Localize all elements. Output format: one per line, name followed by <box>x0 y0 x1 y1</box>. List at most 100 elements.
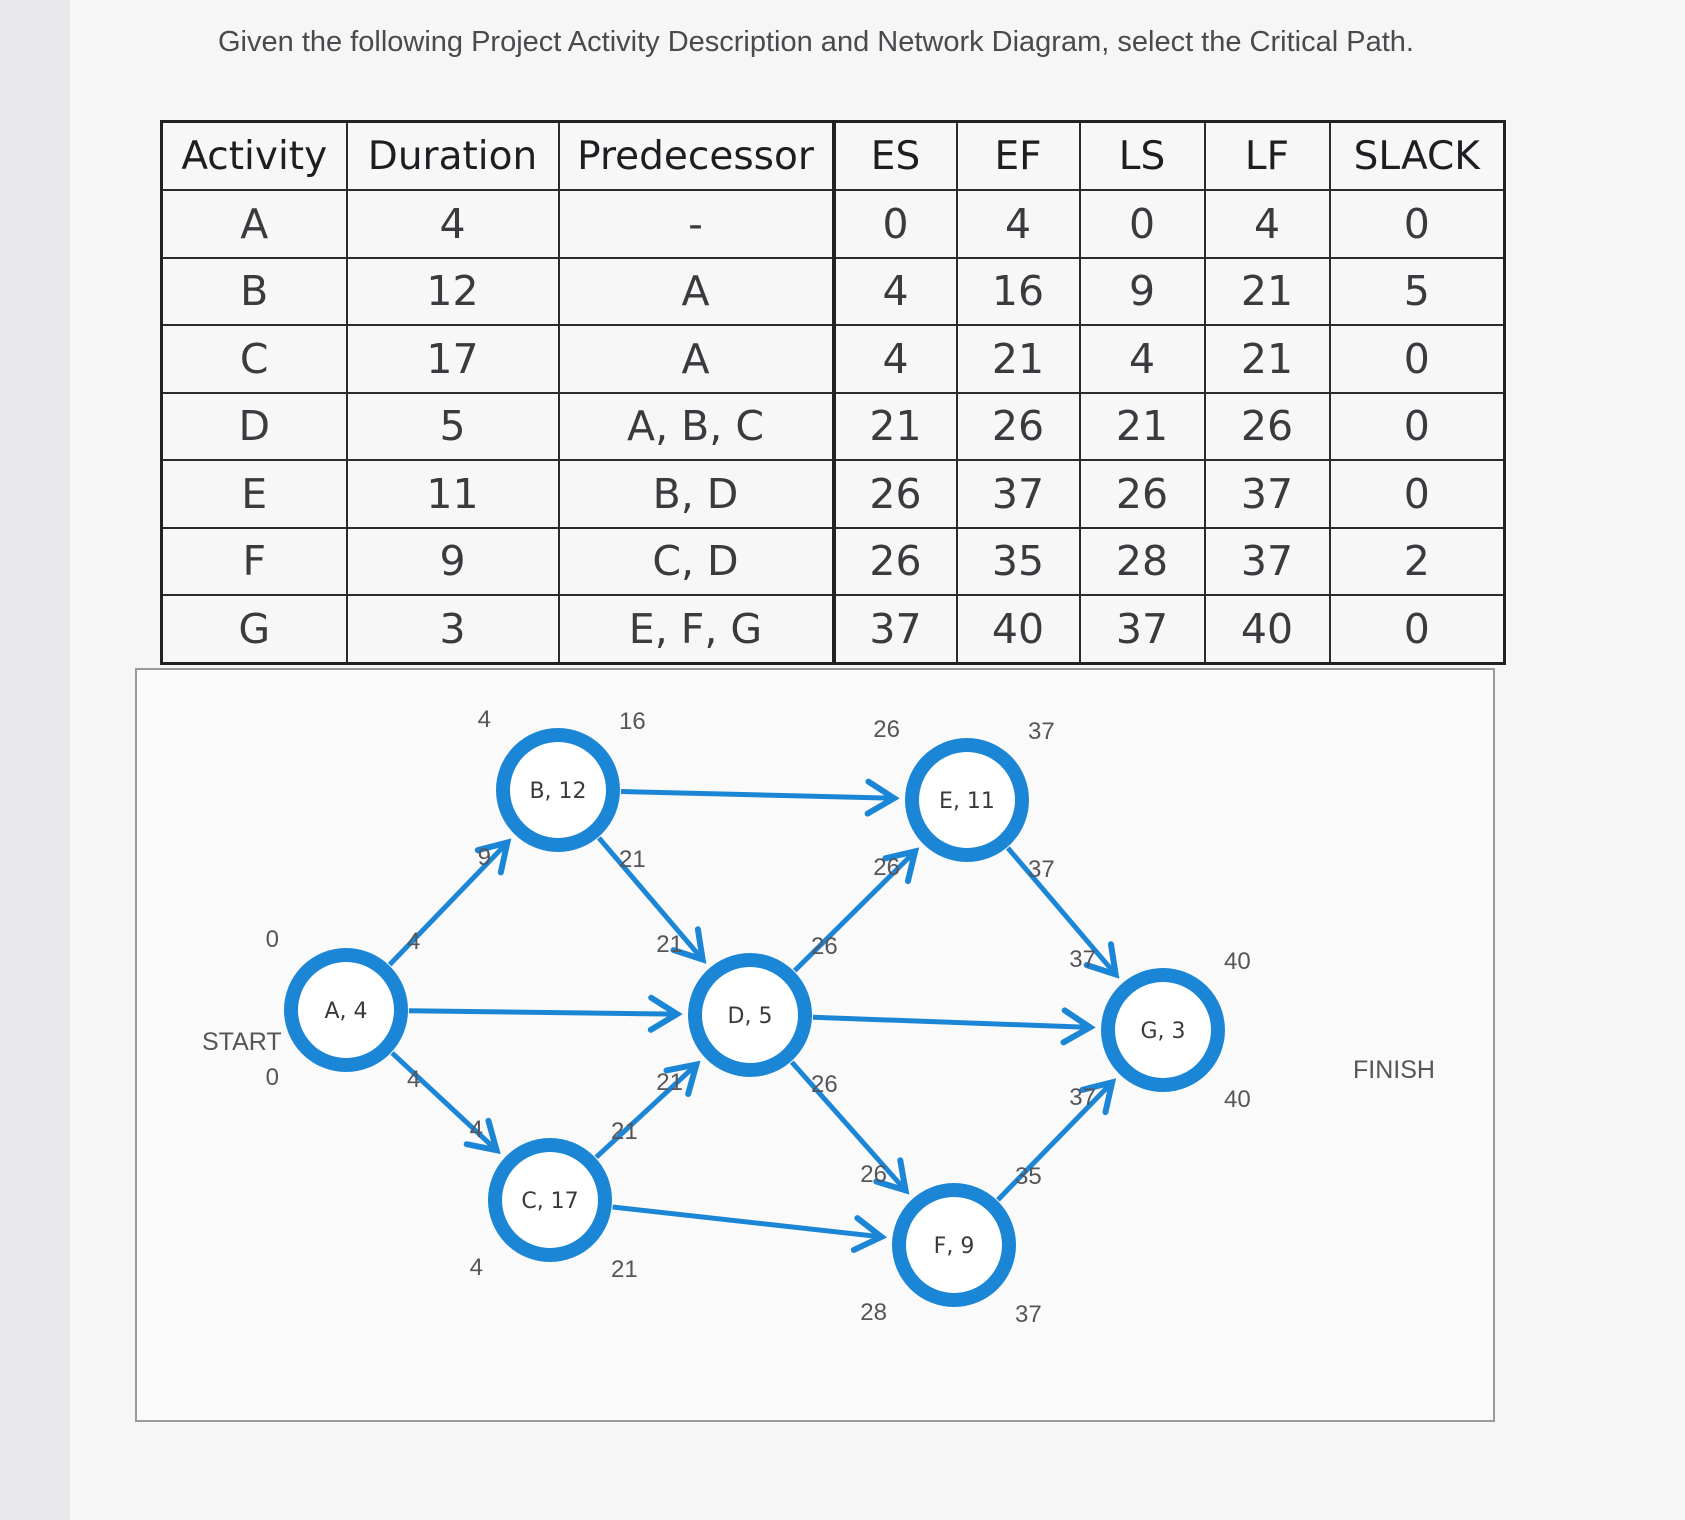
table-cell: 0 <box>1328 189 1506 259</box>
node-ls-value: 26 <box>873 854 900 881</box>
table-cell: F <box>160 526 348 597</box>
node-es-value: 26 <box>860 1161 887 1188</box>
table-cell: 28 <box>1078 526 1206 597</box>
table-cell: C <box>160 324 348 394</box>
table-cell: 0 <box>1078 189 1206 259</box>
node-es-value: 4 <box>470 1116 483 1143</box>
edge-b-d <box>596 836 705 962</box>
table-cell: E, F, G <box>557 594 835 665</box>
table-cell: 21 <box>1078 391 1206 462</box>
edge-d-e <box>792 849 917 973</box>
table-cell: B <box>160 256 348 327</box>
node-ls-value: 9 <box>478 844 491 871</box>
table-cell: 37 <box>1078 594 1206 665</box>
table-cell: 37 <box>1203 526 1331 597</box>
node-label: C, 17 <box>521 1189 578 1214</box>
table-cell: 0 <box>1328 324 1506 394</box>
node-es-value: 4 <box>478 706 491 733</box>
header-es: ES <box>831 120 958 191</box>
table-cell: C, D <box>557 526 835 597</box>
table-cell: A <box>557 324 835 394</box>
table-cell: 21 <box>1203 324 1331 394</box>
table-cell: A <box>160 189 348 259</box>
node-lf-value: 21 <box>611 1256 638 1283</box>
node-lf-value: 4 <box>407 1066 420 1093</box>
table-cell: 4 <box>345 189 560 259</box>
table-cell: 9 <box>345 526 560 597</box>
table-cell: - <box>557 189 835 259</box>
edge-a-d <box>408 1008 678 1017</box>
node-ls-value: 37 <box>1069 1084 1096 1111</box>
edge-c-f <box>612 1204 882 1240</box>
header-ef: EF <box>955 120 1081 191</box>
node-lf-value: 40 <box>1224 1086 1251 1113</box>
node-label: G, 3 <box>1140 1019 1185 1044</box>
table-cell: 35 <box>955 526 1081 597</box>
node-label: F, 9 <box>934 1234 975 1259</box>
arrow-head-icon <box>864 778 900 817</box>
node-ef-value: 37 <box>1028 718 1055 745</box>
table-cell: A <box>557 256 835 327</box>
table-cell: 0 <box>1328 459 1506 529</box>
table-cell: E <box>160 459 348 529</box>
table-cell: 2 <box>1328 526 1506 597</box>
table-cell: 5 <box>1328 256 1506 327</box>
node-es-value: 0 <box>266 926 279 953</box>
table-cell: 17 <box>345 324 560 394</box>
table-cell: 37 <box>1203 459 1331 529</box>
table-cell: 21 <box>1203 256 1331 327</box>
arrow-head-icon <box>670 926 707 964</box>
table-cell: 16 <box>955 256 1081 327</box>
node-lf-value: 37 <box>1028 856 1055 883</box>
edge-a-c <box>390 1051 499 1153</box>
arrow-head-icon <box>873 1157 910 1195</box>
edge-a-b <box>387 840 510 967</box>
node-ef-value: 16 <box>619 708 646 735</box>
node-es-value: 21 <box>656 931 683 958</box>
table-cell: 37 <box>831 594 958 665</box>
table-cell: 21 <box>831 391 958 462</box>
node-label: A, 4 <box>324 999 367 1024</box>
question-text: Given the following Project Activity Des… <box>218 26 1414 58</box>
edge-d-g <box>812 1014 1091 1030</box>
node-es-value: 37 <box>1069 946 1096 973</box>
node-ls-value: 21 <box>656 1069 683 1096</box>
node-circle <box>496 728 620 852</box>
arrow-head-icon <box>850 1215 888 1253</box>
node-ls-value: 0 <box>266 1064 279 1091</box>
edge-f-g <box>996 1080 1114 1202</box>
node-circle <box>905 738 1029 862</box>
header-predecessor: Predecessor <box>557 120 835 191</box>
table-cell: B, D <box>557 459 835 529</box>
node-circle <box>1101 968 1225 1092</box>
node-ls-value: 4 <box>470 1254 483 1281</box>
arrow-head-icon <box>882 847 920 885</box>
node-g: G, 3 37 40 37 40 <box>1069 946 1250 1113</box>
table-cell: D <box>160 391 348 462</box>
start-label: START <box>202 1028 282 1056</box>
edge-e-g <box>1005 846 1118 977</box>
table-cell: 0 <box>831 189 958 259</box>
header-duration: Duration <box>345 120 560 191</box>
arrow-head-icon <box>663 1060 701 1097</box>
table-cell: 4 <box>1078 324 1206 394</box>
node-lf-value: 37 <box>1015 1301 1042 1328</box>
node-circle <box>284 948 408 1072</box>
node-ef-value: 40 <box>1224 948 1251 975</box>
node-label: D, 5 <box>728 1004 773 1029</box>
arrow-head-icon <box>1060 1007 1096 1046</box>
arrow-head-icon <box>463 1117 501 1155</box>
activity-table: Activity Duration Predecessor ES EF LS L… <box>160 120 1506 665</box>
table-cell: 12 <box>345 256 560 327</box>
table-cell: 0 <box>1328 391 1506 462</box>
table-cell: 4 <box>1203 189 1331 259</box>
